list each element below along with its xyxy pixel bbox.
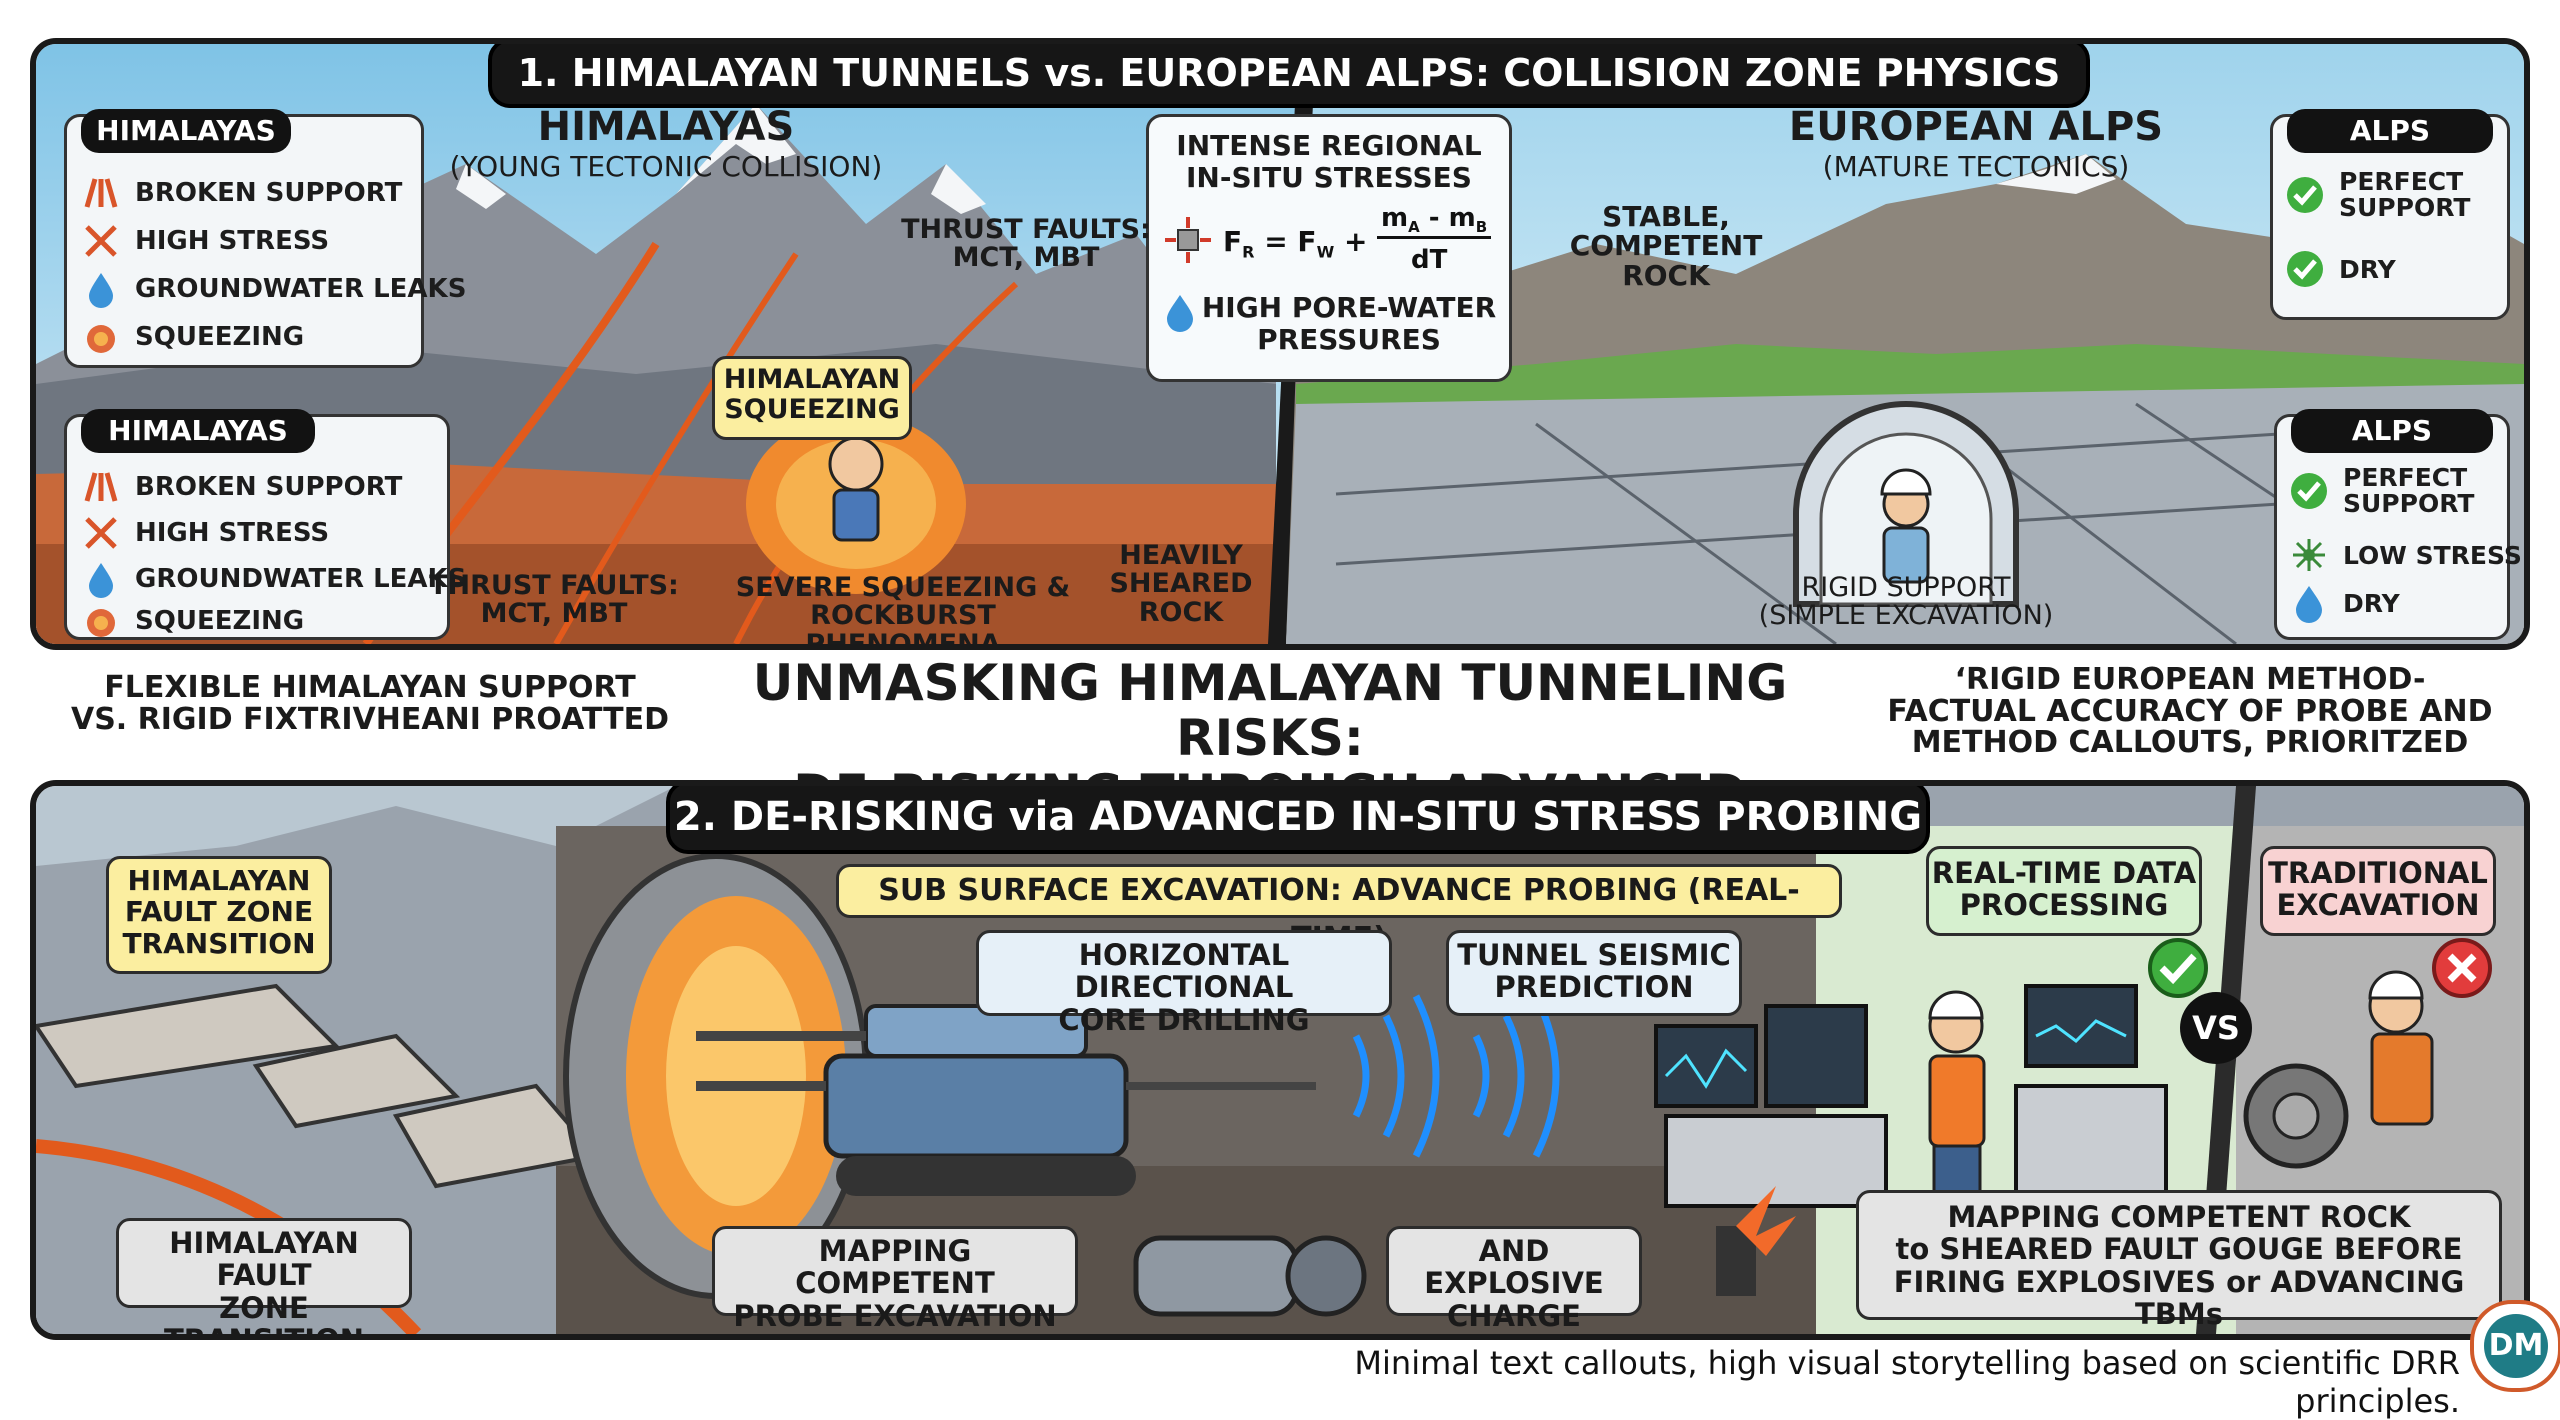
water-drop-icon (89, 273, 113, 308)
himalayas-risk-box-1: HIMALAYAS BROKEN SUPPORT HIGH STRESS GRO… (64, 109, 466, 368)
thrust-faults-top: THRUST FAULTS:MCT, MBT (901, 214, 1151, 274)
squeezing-icon (87, 609, 115, 637)
box-title: ALPS (2291, 409, 2493, 453)
risk-item: HIGH STRESS (81, 513, 329, 553)
formula-plus: + (1334, 225, 1368, 258)
risk-item-label: HIGH STRESS (135, 226, 330, 256)
vs-badge: VS (2180, 992, 2252, 1064)
risk-item-label: GROUNDWATER LEAKS (135, 274, 467, 304)
stress-line-3: HIGH PORE-WATER (1201, 291, 1497, 324)
stress-arrows-icon (1165, 217, 1211, 263)
risk-item: HIGH STRESS (81, 221, 329, 261)
water-drop-icon (89, 563, 113, 598)
dm-logo: DM (2470, 1300, 2560, 1392)
himalayas-heading: HIMALAYAS (537, 104, 795, 150)
logo-initials: DM (2484, 1314, 2548, 1378)
stress-line-4: PRESSURES (1257, 323, 1441, 356)
panel-advanced-probing: 2. DE-RISKING via ADVANCED IN-SITU STRES… (30, 780, 2530, 1340)
risk-item-label: HIGH STRESS (135, 518, 330, 548)
middle-right-caption: ‘RIGID EUROPEAN METHOD-FACTUAL ACCURACY … (1887, 662, 2493, 760)
risk-item-label: BROKEN SUPPORT (135, 472, 403, 502)
high-stress-icon (85, 225, 117, 257)
high-stress-icon (85, 517, 117, 549)
formula-mid-sub: W (1316, 242, 1335, 262)
panel2-title: 2. DE-RISKING via ADVANCED IN-SITU STRES… (666, 786, 1930, 854)
stress-line-1: INTENSE REGIONAL (1176, 129, 1482, 162)
risk-item: SQUEEZING (81, 601, 304, 641)
check-icon (2287, 251, 2323, 287)
low-stress-icon (2293, 539, 2325, 571)
stress-formula-box: INTENSE REGIONAL IN-SITU STRESSES FR = F… (1146, 114, 1512, 382)
formula-denominator: dT (1411, 245, 1448, 275)
risk-item: GROUNDWATER LEAKS (81, 269, 466, 309)
broken-support-icon (84, 472, 118, 502)
footer-caption: Minimal text callouts, high visual story… (1354, 1344, 2460, 1420)
stress-formula: FR = FW + mA - mB dT (1163, 201, 1503, 285)
risk-item-label: SQUEEZING (135, 322, 305, 352)
formula-lhs-sub: R (1242, 242, 1255, 262)
formula-numerator: mA - mB (1377, 203, 1492, 240)
check-icon (2148, 938, 2208, 998)
water-drop-icon (2296, 586, 2322, 623)
subsurface-banner: SUB SURFACE EXCAVATION: ADVANCE PROBING … (836, 864, 1842, 956)
himalayas-subheading: (YOUNG TECTONIC COLLISION) (449, 150, 883, 183)
benefit-item: DRY (2285, 249, 2396, 289)
risk-item-label: GROUNDWATER LEAKS (135, 564, 467, 594)
formula-lhs: F (1223, 225, 1243, 258)
water-drop-icon (1167, 295, 1193, 332)
risk-item-label: BROKEN SUPPORT (135, 178, 403, 208)
risk-item: BROKEN SUPPORT (81, 173, 402, 213)
broken-support-icon (84, 178, 118, 208)
panel-collision-zone: 1. HIMALAYAN TUNNELS vs. EUROPEAN ALPS: … (30, 38, 2530, 650)
benefit-item: DRY (2289, 583, 2400, 623)
alps-subheading: (MATURE TECTONICS) (1822, 150, 2130, 183)
himalayas-risk-box-2: HIMALAYAS BROKEN SUPPORT HIGH STRESS GRO… (64, 409, 466, 641)
cross-icon (2432, 938, 2492, 998)
box-title: HIMALAYAS (81, 109, 291, 153)
squeezing-icon (87, 325, 115, 353)
severe-squeezing-label: SEVERE SQUEEZING &ROCKBURST PHENOMENA (735, 572, 1071, 650)
check-icon (2291, 473, 2327, 510)
box-title: HIMALAYAS (81, 409, 315, 453)
risk-item: GROUNDWATER LEAKS (81, 559, 466, 599)
rigid-support-label: RIGID SUPPORT(SIMPLE EXCAVATION) (1758, 572, 2054, 632)
panel1-title: 1. HIMALAYAN TUNNELS vs. EUROPEAN ALPS: … (488, 44, 2090, 108)
risk-item-label: SQUEEZING (135, 606, 305, 636)
thrust-faults-bottom: THRUST FAULTS:MCT, MBT (429, 570, 679, 630)
stress-line-2: IN-SITU STRESSES (1186, 161, 1472, 194)
check-icon (2287, 177, 2323, 214)
risk-item: SQUEEZING (81, 317, 304, 357)
risk-item: BROKEN SUPPORT (81, 467, 402, 507)
benefit-item-label: DRY (2339, 254, 2396, 284)
benefit-item-label: DRY (2343, 588, 2400, 618)
alps-heading: EUROPEAN ALPS (1788, 104, 2164, 150)
formula-mid: = F (1254, 225, 1317, 258)
benefit-item: LOW STRESS (2289, 535, 2522, 575)
box-title: ALPS (2287, 109, 2493, 153)
benefit-item-label: LOW STRESS (2343, 540, 2522, 570)
